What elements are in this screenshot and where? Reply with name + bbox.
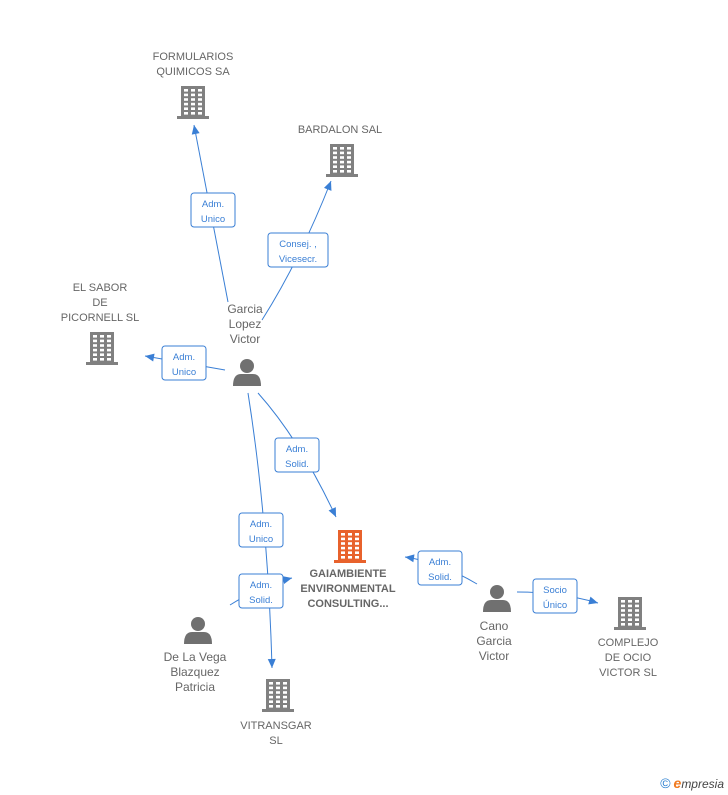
node-elsabor[interactable]: EL SABOR DE PICORNELL SL <box>61 282 139 365</box>
node-label-line: Lopez <box>229 317 262 331</box>
edge-garcia-formularios: Adm. Unico <box>190 124 236 303</box>
edge-label-line: Único <box>543 600 567 611</box>
node-label-line: PICORNELL SL <box>61 312 139 324</box>
node-label-line: BARDALON SAL <box>298 124 382 136</box>
edge-label-box[interactable] <box>417 550 463 586</box>
edge-garcia-gaiambiente: Adm. Solid. <box>257 392 337 518</box>
node-bardalon[interactable]: BARDALON SAL <box>298 124 382 177</box>
building-icon <box>326 144 358 177</box>
node-label-line: VITRANSGAR <box>240 720 312 732</box>
person-icon <box>483 585 511 612</box>
edge-label-line: Adm. <box>286 444 308 455</box>
node-formularios[interactable]: FORMULARIOS QUIMICOS SA <box>153 51 234 119</box>
edge-label-line: Consej. , <box>279 239 317 250</box>
arrowhead <box>405 554 415 563</box>
building-icon <box>334 530 366 563</box>
node-label-line: Garcia <box>227 302 263 316</box>
edge-garcia-bardalon: Consej. , Vicesecr. <box>261 180 332 321</box>
node-label-line: DE OCIO <box>605 652 652 664</box>
person-icon <box>184 617 212 644</box>
node-label-line: De La Vega <box>164 650 227 664</box>
building-icon <box>614 597 646 630</box>
node-complejo[interactable]: COMPLEJO DE OCIO VICTOR SL <box>598 597 659 679</box>
edge-label-box[interactable] <box>532 578 578 614</box>
edge-delavega-gaiambiente: Adm. Solid. <box>229 573 293 609</box>
node-label-line: FORMULARIOS <box>153 51 234 63</box>
node-label-line: Victor <box>479 649 509 663</box>
person-icon <box>233 359 261 386</box>
brand-e: e <box>673 775 682 791</box>
edge-label-line: Adm. <box>429 557 451 568</box>
brand-footer: ©empresia <box>660 775 724 791</box>
arrowhead <box>328 507 336 517</box>
edge-cano-gaiambiente: Adm. Solid. <box>404 550 478 586</box>
node-label-line: Cano <box>480 619 509 633</box>
edge-label-line: Adm. <box>250 519 272 530</box>
building-icon <box>262 679 294 712</box>
node-label-line: Garcia <box>476 634 512 648</box>
node-label-line: CONSULTING... <box>307 598 388 610</box>
edge-garcia-elsabor: Adm. Unico <box>144 345 226 381</box>
copyright-icon: © <box>660 775 671 791</box>
brand-name: mpresia <box>681 777 724 791</box>
node-label-line: DE <box>92 297 107 309</box>
node-label-line: VICTOR SL <box>599 667 657 679</box>
edge-label-line: Solid. <box>428 572 452 583</box>
edge-label-box[interactable] <box>190 192 236 228</box>
edge-label-line: Unico <box>172 367 196 378</box>
edge-label-line: Unico <box>249 534 273 545</box>
node-label-line: QUIMICOS SA <box>156 66 230 78</box>
node-gaiambiente[interactable]: GAIAMBIENTE ENVIRONMENTAL CONSULTING... <box>300 530 396 610</box>
edge-label-box[interactable] <box>161 345 207 381</box>
edge-garcia-vitransgar: Adm. Unico <box>238 392 284 669</box>
edge-label-box[interactable] <box>238 573 284 609</box>
node-label-line: SL <box>269 735 282 747</box>
edge-label-line: Solid. <box>249 595 273 606</box>
edge-label-line: Unico <box>201 214 225 225</box>
node-label-line: GAIAMBIENTE <box>310 568 387 580</box>
node-label-line: Victor <box>230 332 260 346</box>
edge-label-box[interactable] <box>274 437 320 473</box>
node-label-line: EL SABOR <box>73 282 128 294</box>
arrowhead <box>267 658 276 668</box>
edge-label-box[interactable] <box>238 512 284 548</box>
edge-label-line: Adm. <box>250 580 272 591</box>
arrowhead <box>145 353 155 362</box>
edge-label-line: Adm. <box>202 199 224 210</box>
arrowhead <box>191 125 200 135</box>
node-label-line: COMPLEJO <box>598 637 659 649</box>
arrowhead <box>588 596 598 605</box>
node-label-line: Patricia <box>175 680 215 694</box>
arrowhead <box>323 181 332 191</box>
node-label-line: ENVIRONMENTAL <box>300 583 395 595</box>
node-label-line: Blazquez <box>170 665 219 679</box>
building-icon <box>86 332 118 365</box>
node-vitransgar[interactable]: VITRANSGAR SL <box>240 679 312 747</box>
edge-label-line: Solid. <box>285 459 309 470</box>
arrowhead <box>282 576 292 584</box>
building-icon <box>177 86 209 119</box>
edge-label-box[interactable] <box>267 232 329 268</box>
edge-label-line: Vicesecr. <box>279 254 317 265</box>
edge-label-line: Socio <box>543 585 567 596</box>
edge-label-line: Adm. <box>173 352 195 363</box>
